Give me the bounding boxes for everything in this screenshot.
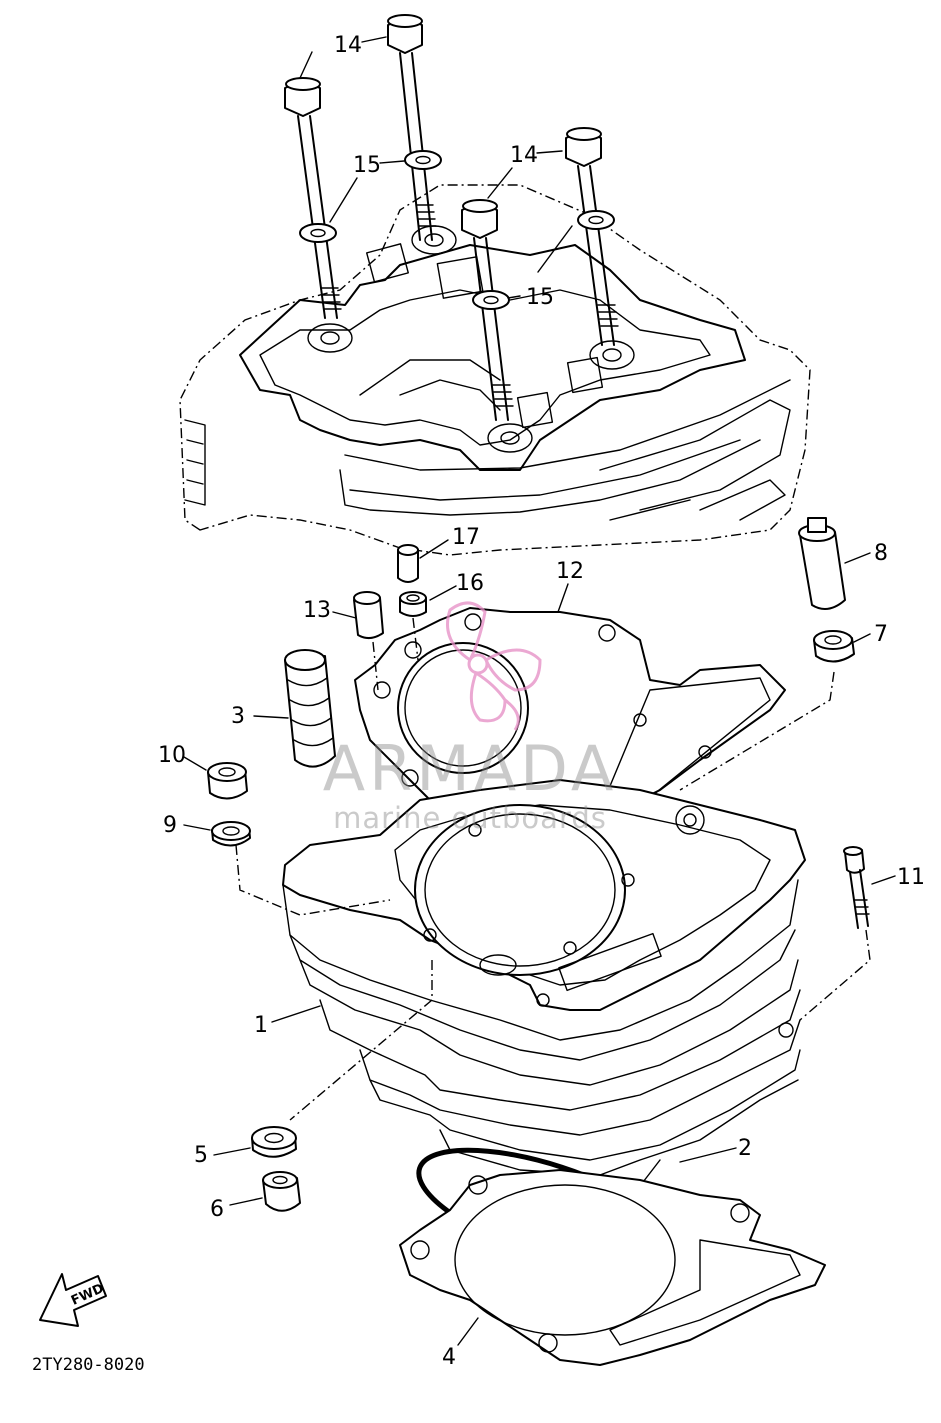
rubber-damper-3 bbox=[284, 649, 336, 768]
watermark-brand: ARMADA bbox=[323, 732, 617, 805]
washer-9 bbox=[211, 821, 251, 847]
dowel-pin-17 bbox=[397, 544, 419, 583]
washer-7 bbox=[813, 630, 855, 663]
callout-12: 12 bbox=[556, 559, 584, 584]
leader-lines bbox=[183, 36, 896, 1346]
head-bolt bbox=[461, 199, 514, 421]
watermark-propeller-logo bbox=[446, 601, 542, 731]
callout-6: 6 bbox=[210, 1197, 224, 1222]
callout-16: 16 bbox=[456, 571, 484, 596]
nut-6 bbox=[262, 1171, 301, 1212]
bolt-11 bbox=[843, 846, 870, 929]
watermark: ARMADA marine outboards bbox=[323, 601, 617, 835]
washer bbox=[472, 290, 510, 310]
o-ring-16 bbox=[399, 591, 427, 617]
callout-7: 7 bbox=[874, 622, 888, 647]
base-gasket-4 bbox=[399, 1169, 826, 1366]
washer bbox=[577, 210, 615, 230]
callout-15: 15 bbox=[526, 285, 554, 310]
callout-1: 1 bbox=[254, 1013, 268, 1038]
dowel-pin-13 bbox=[353, 591, 384, 639]
cylinder-block-1 bbox=[282, 779, 806, 1191]
washer bbox=[404, 150, 442, 170]
washer bbox=[299, 223, 337, 243]
washer-5 bbox=[251, 1126, 297, 1158]
stud-cover-8 bbox=[798, 517, 846, 610]
callout-15: 15 bbox=[353, 153, 381, 178]
callout-2: 2 bbox=[738, 1136, 752, 1161]
callout-5: 5 bbox=[194, 1143, 208, 1168]
watermark-tagline: marine outboards bbox=[333, 801, 607, 835]
callout-3: 3 bbox=[231, 704, 245, 729]
callout-10: 10 bbox=[158, 743, 186, 768]
callout-14: 14 bbox=[334, 33, 362, 58]
callout-9: 9 bbox=[163, 813, 177, 838]
callout-13: 13 bbox=[303, 598, 331, 623]
callout-8: 8 bbox=[874, 541, 888, 566]
cylinder-head-bolts bbox=[284, 14, 619, 421]
nut-10 bbox=[207, 762, 248, 800]
head-bolt bbox=[284, 77, 342, 319]
cylinder-head bbox=[179, 184, 811, 556]
callout-17: 17 bbox=[452, 525, 480, 550]
callout-labels: 14 14 15 15 17 16 12 13 8 7 3 10 9 11 1 … bbox=[158, 33, 925, 1370]
diagram-part-code: 2TY280-8020 bbox=[32, 1355, 145, 1375]
head-bolt bbox=[565, 127, 619, 346]
callout-11: 11 bbox=[897, 865, 925, 890]
head-bolt bbox=[387, 14, 437, 241]
callout-14: 14 bbox=[510, 143, 538, 168]
forward-direction-arrow: FWD bbox=[39, 1273, 107, 1327]
callout-4: 4 bbox=[442, 1345, 456, 1370]
